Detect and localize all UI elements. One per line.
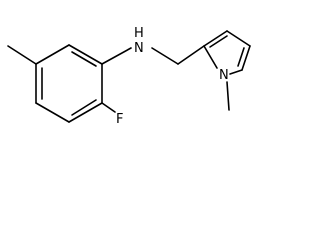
fluorine-label: F (116, 112, 123, 127)
pyrrole-ring (203, 30, 251, 75)
ring-bond (229, 69, 243, 75)
amine-n-label: N (134, 41, 144, 56)
ring-bond (68, 102, 103, 123)
ring-bond (203, 45, 218, 69)
ring-bond (241, 45, 251, 71)
pyrrole-n-label: N (219, 68, 229, 83)
ring-double-bond (71, 51, 97, 67)
ring-bond (203, 30, 228, 47)
ring-bond (226, 30, 251, 47)
ring-double-bond (209, 35, 228, 48)
ring-bond (68, 44, 103, 65)
methyl-bond (7, 45, 37, 65)
ring-bond (35, 44, 70, 65)
benzene-ring (35, 44, 103, 123)
fluorine-bond (101, 102, 116, 113)
ring-double-bond (71, 99, 97, 116)
ring-double-bond (237, 47, 245, 67)
molecule-structure: F H N N (7, 26, 251, 127)
amine-bond-left (101, 47, 132, 65)
n-methyl-bond (226, 81, 230, 111)
amine-h-label: H (134, 26, 144, 41)
methylene-bond (177, 45, 205, 65)
amine-bond-right (151, 47, 179, 65)
ring-bond (35, 102, 70, 123)
